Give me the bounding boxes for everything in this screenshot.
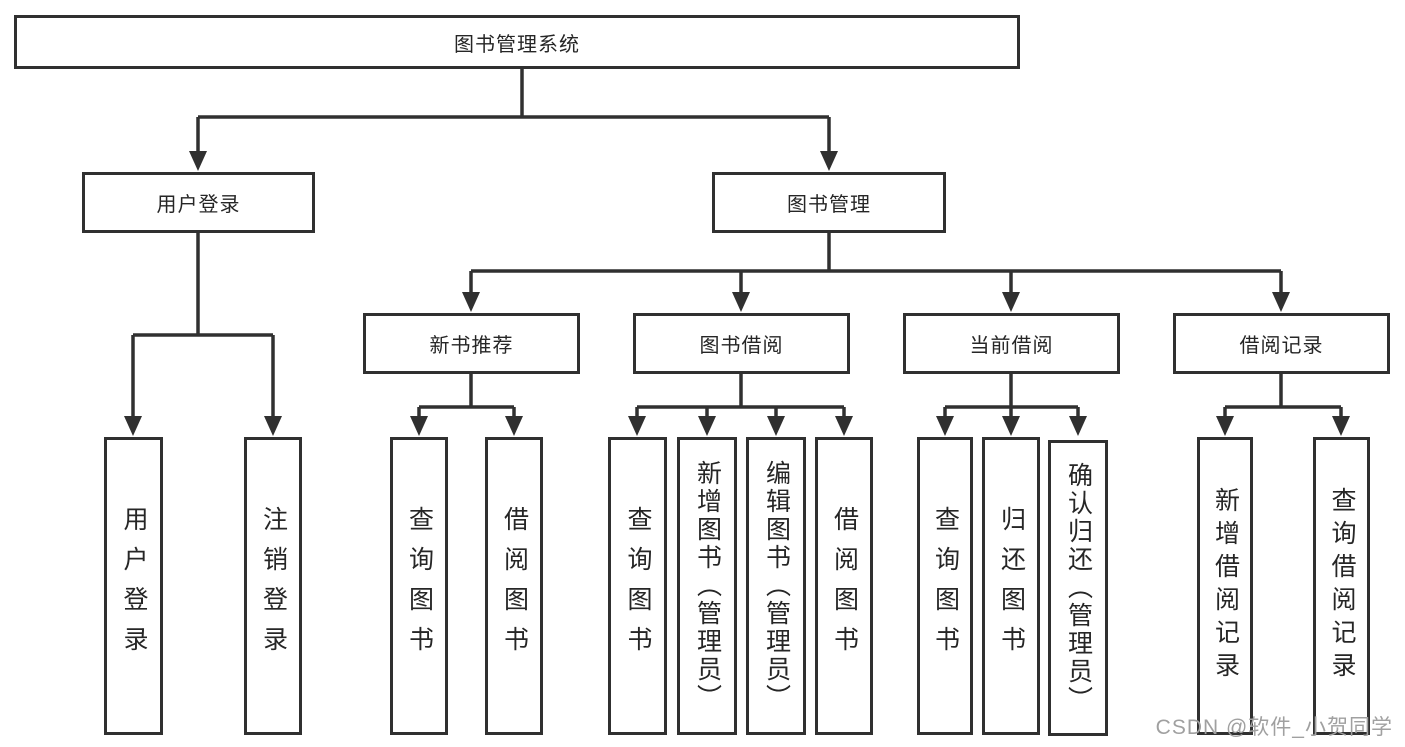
- node-new-book-recommend: 新书推荐: [363, 313, 580, 374]
- node-edit-book-admin-label: 编辑图书（管理员）: [762, 460, 791, 712]
- node-book-management-label: 图书管理: [787, 194, 871, 216]
- node-confirm-return-admin: 确认归还（管理员）: [1048, 440, 1108, 736]
- node-book-borrowing-label: 图书借阅: [699, 335, 784, 357]
- node-query-borrow-record-label: 查询借阅记录: [1328, 487, 1356, 685]
- node-query-borrow-record: 查询借阅记录: [1313, 437, 1370, 735]
- node-query-books-recommend-label: 查询图书: [405, 506, 434, 666]
- node-library-management-system-label: 图书管理系统: [454, 33, 580, 56]
- csdn-watermark: CSDN @软件_小贺同学: [1155, 716, 1393, 739]
- node-borrowing-records: 借阅记录: [1173, 313, 1390, 374]
- node-borrow-books-borrowing: 借阅图书: [815, 437, 873, 735]
- node-query-books-current-label: 查询图书: [931, 506, 960, 666]
- node-user-login-action: 用户登录: [104, 437, 163, 735]
- node-confirm-return-admin-label: 确认归还（管理员）: [1064, 462, 1093, 714]
- node-book-management: 图书管理: [712, 172, 946, 233]
- node-add-borrow-record-label: 新增借阅记录: [1211, 487, 1240, 685]
- node-borrow-books-recommend-label: 借阅图书: [500, 506, 529, 666]
- node-query-books-borrowing-label: 查询图书: [624, 506, 652, 666]
- node-user-login-label: 用户登录: [156, 194, 241, 216]
- node-query-books-recommend: 查询图书: [390, 437, 448, 735]
- node-borrow-books-recommend: 借阅图书: [485, 437, 543, 735]
- node-logout-action-label: 注销登录: [259, 506, 288, 666]
- node-add-book-admin: 新增图书（管理员）: [677, 437, 737, 735]
- node-current-borrowing: 当前借阅: [903, 313, 1120, 374]
- node-borrowing-records-label: 借阅记录: [1239, 335, 1324, 357]
- node-query-books-current: 查询图书: [917, 437, 973, 735]
- node-user-login: 用户登录: [82, 172, 315, 233]
- node-edit-book-admin: 编辑图书（管理员）: [746, 437, 806, 735]
- node-add-book-admin-label: 新增图书（管理员）: [693, 460, 722, 712]
- node-current-borrowing-label: 当前借阅: [969, 335, 1054, 357]
- node-return-book-label: 归还图书: [997, 506, 1026, 666]
- node-borrow-books-borrowing-label: 借阅图书: [830, 506, 859, 666]
- node-new-book-recommend-label: 新书推荐: [429, 335, 514, 357]
- node-user-login-action-label: 用户登录: [120, 506, 148, 666]
- node-query-books-borrowing: 查询图书: [608, 437, 667, 735]
- node-logout-action: 注销登录: [244, 437, 302, 735]
- node-library-management-system: 图书管理系统: [14, 15, 1020, 69]
- node-return-book: 归还图书: [982, 437, 1040, 735]
- node-book-borrowing: 图书借阅: [633, 313, 850, 374]
- node-add-borrow-record: 新增借阅记录: [1197, 437, 1253, 735]
